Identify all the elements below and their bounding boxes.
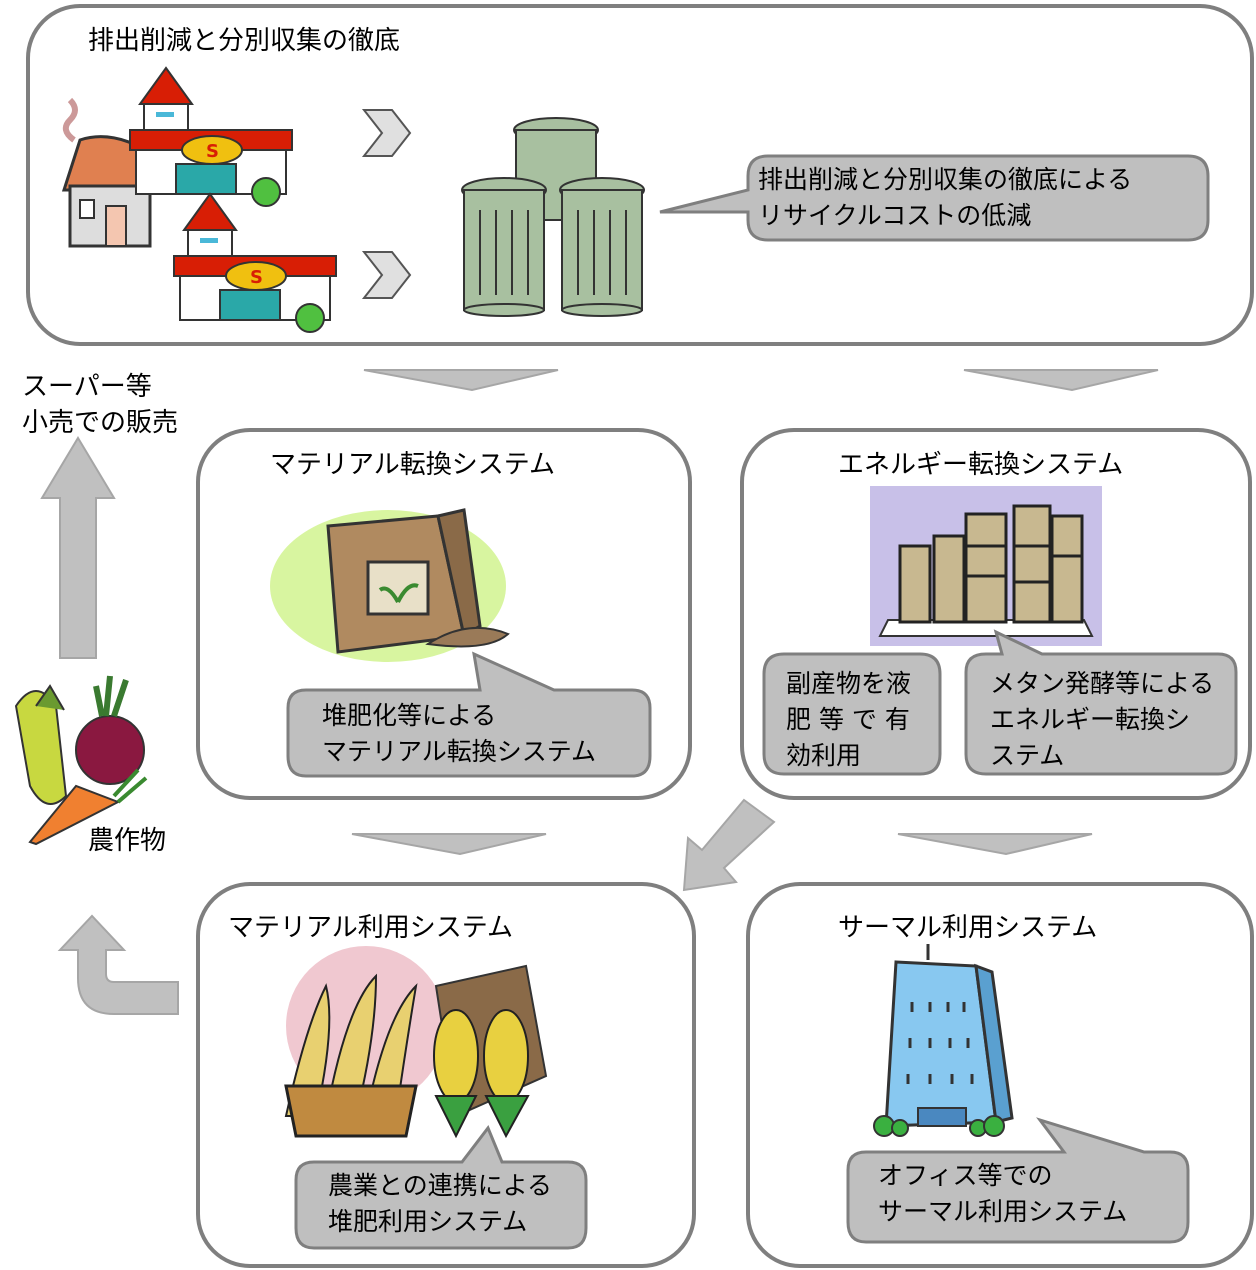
down-arrow <box>963 369 1159 392</box>
material-use-title: マテリアル利用システム <box>228 913 513 943</box>
energy-right-bubble-line3: ステム <box>990 741 1065 770</box>
factory-icon <box>870 486 1102 646</box>
up-arrow <box>40 436 116 659</box>
down-arrow <box>363 369 559 392</box>
speech-bubble <box>659 154 1210 242</box>
material-use-bubble-line1: 農業との連携による <box>328 1171 553 1200</box>
chevron-right-icon <box>361 251 412 299</box>
crops-label: 農作物 <box>88 826 167 856</box>
farm-crops-icon <box>284 946 548 1139</box>
material-conversion-title: マテリアル転換システム <box>270 450 555 480</box>
material-conversion-bubble-line1: 堆肥化等による <box>322 701 497 730</box>
vegetables-icon <box>14 675 148 846</box>
material-use-bubble-line2: 堆肥利用システム <box>328 1207 528 1236</box>
thermal-use-bubble-line2: サーマル利用システム <box>878 1197 1128 1226</box>
chevron-right-icon <box>361 109 412 157</box>
energy-right-bubble-line1: メタン発酵等による <box>990 669 1215 698</box>
store-icon: S <box>129 66 293 207</box>
top-bubble-line1: 排出削減と分別収集の徹底による <box>758 165 1133 194</box>
speech-bubble <box>286 651 652 778</box>
speech-bubble <box>846 1117 1190 1244</box>
speech-bubble <box>964 629 1238 776</box>
speech-bubble <box>294 1125 588 1250</box>
office-building-icon <box>873 944 1014 1137</box>
compost-bag-icon <box>270 508 510 662</box>
retail-label-line2: 小売での販売 <box>22 408 179 438</box>
down-arrow <box>897 833 1093 856</box>
energy-right-bubble-line2: エネルギー転換シ <box>990 705 1191 734</box>
retail-label-line1: スーパー等 <box>22 372 152 402</box>
top-bubble-line2: リサイクルコストの低減 <box>758 201 1032 230</box>
diagonal-arrow <box>682 798 776 892</box>
curved-arrow <box>57 914 179 1015</box>
trash-cans-icon <box>461 117 645 317</box>
speech-bubble <box>762 652 942 776</box>
svg-text:S: S <box>250 267 263 288</box>
energy-left-bubble-line1: 副産物を液 <box>786 669 912 698</box>
thermal-use-title: サーマル利用システム <box>838 913 1098 943</box>
down-arrow <box>351 833 547 856</box>
svg-text:S: S <box>206 141 219 162</box>
thermal-use-bubble-line1: オフィス等での <box>878 1161 1053 1190</box>
energy-left-bubble-line2: 肥 等 で 有 <box>786 705 910 734</box>
top-title: 排出削減と分別収集の徹底 <box>88 26 401 56</box>
material-conversion-bubble-line2: マテリアル転換システム <box>322 737 597 766</box>
energy-left-bubble-line3: 効利用 <box>786 741 862 770</box>
energy-conversion-title: エネルギー転換システム <box>838 450 1124 480</box>
store-icon: S <box>173 192 337 333</box>
